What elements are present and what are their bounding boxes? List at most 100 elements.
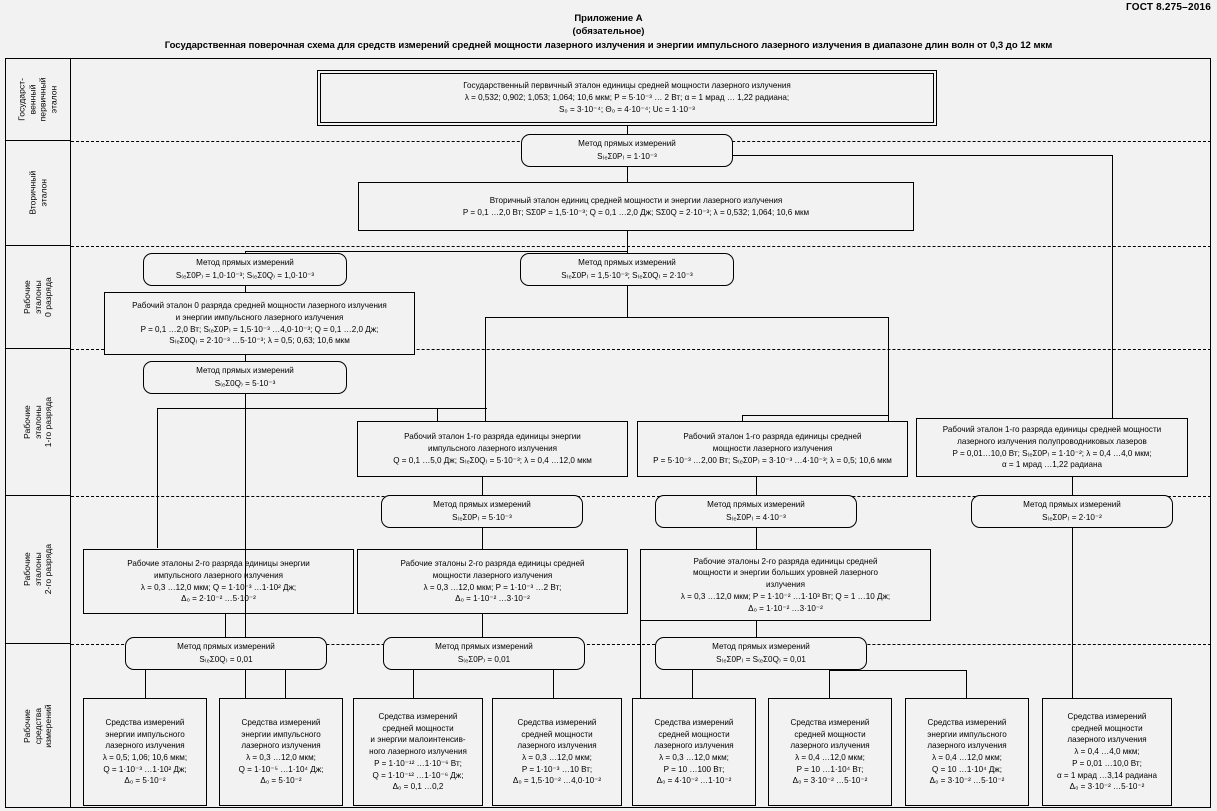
m5b-title: Метод прямых измерений [435,641,533,651]
rank1-power-feed-h [742,415,888,417]
inst4-line3: лазерного излучения [517,741,597,751]
level-label-rank0: Рабочие эталоны 0 разряда [21,277,54,317]
inst8-line1: Средства измерений [1067,711,1147,721]
level-row-rank2: Рабочие эталоны 2-го разряда [5,496,71,644]
m5c-right-branch [829,670,967,672]
m2right-title: Метод прямых измерений [578,257,676,267]
rank2-high-line3: излучения [765,580,805,590]
rank1-power-line1: Рабочий эталон 1-го разряда единицы сред… [683,432,862,442]
secondary-etalon-title: Вторичный эталон единиц средней мощности… [489,195,783,205]
inst8-line3: лазерного излучения [1067,735,1147,745]
rank2-energy-out [225,614,227,637]
inst2-line5: Q = 1·10⁻⁵ …1·10⁴ Дж; [238,764,324,774]
inst6-line1: Средства измерений [790,717,870,727]
m5a-drop-1 [145,670,147,698]
method-box-m5-b: Метод прямых измерений S₍ₑΣ0P₎ = 0,01 [383,637,585,670]
instrument-box-8: Средства измерений средней мощности лазе… [1042,698,1172,806]
rank1-semi-out [1072,477,1074,498]
rank0-line4: S₍ₑΣ0Q₎ = 2·10⁻³ …5·10⁻³; λ = 0,5; 0,63;… [169,336,350,346]
rank1-semi-line2: лазерного излучения полупроводниковых ла… [957,436,1147,446]
inst6-line3: лазерного излучения [790,741,870,751]
m2right-stem [627,286,629,317]
inst3-line2: средней мощности [382,723,454,733]
instrument-box-7: Средства измерений энергии импульсного л… [905,698,1029,806]
instrument-box-2: Средства измерений энергии импульсного л… [219,698,343,806]
rank0-out-stem [245,355,247,361]
m2left-stem [245,286,247,292]
m5c-value: S₍ₑΣ0P₎ = S₍ₑΣ0Q₎ = 0,01 [716,654,806,664]
inst3-line7: Δ₀ = 0,1 …0,2 [392,782,444,792]
separator-rank1-rank2 [71,496,1211,497]
m4c-out [1072,528,1074,698]
connector-primary-to-m1 [627,126,629,134]
m3left-title: Метод прямых измерений [196,365,294,375]
inst4-line5: P = 1·10⁻³ …10 Вт; [521,764,593,774]
bypass-m1-right-v [1112,155,1114,415]
inst5-line5: P = 10 …100 Вт; [663,764,725,774]
method-box-m5-a: Метод прямых измерений S₍ₑΣ0Q₎ = 0,01 [125,637,327,670]
m3left-stem [245,394,247,408]
level-label-secondary: Вторичный эталон [27,171,48,215]
m3left-value: S₍ₑΣ0Q₎ = 5·10⁻³ [214,378,276,388]
instrument-box-6: Средства измерений средней мощности лазе… [768,698,892,806]
scheme-title: Государственная поверочная схема для сре… [164,40,1053,51]
inst7-line4: λ = 0,4 …12,0 мкм; [932,753,1002,762]
rank2-power-out [482,614,484,637]
inst3-line5: P = 1·10⁻¹² …1·10⁻⁶ Вт; [374,758,462,768]
m2right-value: S₍ₑΣ0P₎ = 1,5·10⁻³; S₍ₑΣ0Q₎ = 2·10⁻³ [561,270,693,280]
inst5-line2: средней мощности [658,729,730,739]
method-box-m5-c: Метод прямых измерений S₍ₑΣ0P₎ = S₍ₑΣ0Q₎… [655,637,867,670]
inst4-line1: Средства измерений [517,717,597,727]
inst2-line3: лазерного излучения [241,741,321,751]
m1-title: Метод прямых измерений [578,138,676,148]
m2left-title: Метод прямых измерений [196,257,294,267]
m5c-drop-3 [966,670,968,698]
rank2-high-left-drop [640,621,642,698]
gost-number: ГОСТ 8.275–2016 [1125,2,1211,13]
method-box-m3-left: Метод прямых измерений S₍ₑΣ0Q₎ = 5·10⁻³ [143,361,347,394]
method-box-m4-b: Метод прямых измерений S₍ₑΣ0P₎ = 4·10⁻³ [655,495,857,528]
inst1-line1: Средства измерений [105,717,185,727]
level-label-primary: Государст- венный первичный эталон [16,77,59,121]
separator-rank0-rank1 [71,349,1211,350]
m5a-value: S₍ₑΣ0Q₎ = 0,01 [199,654,253,664]
inst7-line2: энергии импульсного [927,729,1007,739]
rank0-line1: Рабочий эталон 0 разряда средней мощност… [132,301,387,311]
m2right-bus-right-drop [888,317,890,421]
rank1-semi-line3: P = 0,01…10,0 Вт; S₍ₑΣ0P₎ = 1·10⁻²; λ = … [952,448,1152,458]
rank1-power-line2: мощности лазерного излучения [712,444,833,454]
rank2-high-line4: λ = 0,3 …12,0 мкм; P = 1·10⁻² …1·10³ Вт;… [680,591,891,601]
rank1-power-out [756,477,758,498]
primary-etalon-line3: S₀ = 3·10⁻⁴; Θ₀ = 4·10⁻⁴; Uc = 1·10⁻³ [558,104,696,114]
level-row-primary: Государст- венный первичный эталон [5,58,71,141]
inst3-line1: Средства измерений [378,711,458,721]
rank2-high-line1: Рабочие эталоны 2-го разряда единицы сре… [693,556,878,566]
rank2-energy-line4: Δ₀ = 2·10⁻² …5·10⁻² [181,594,256,604]
stem-into-rank2-power [482,543,484,549]
level-label-instruments: Рабочие средства измерений [21,704,54,748]
inst2-line4: λ = 0,3 …12,0 мкм; [246,753,316,762]
m2right-bus-left-drop [485,317,487,421]
level-label-rank2: Рабочие эталоны 2-го разряда [21,544,54,595]
inst5-line3: лазерного излучения [654,741,734,751]
stem-into-rank1-power [742,415,744,421]
inst1-line6: Δ₀ = 5·10⁻² [124,776,166,786]
primary-etalon-line2: λ = 0,532; 0,902; 1,053; 1,064; 10,6 мкм… [464,93,790,103]
m4b-value: S₍ₑΣ0P₎ = 4·10⁻³ [726,512,786,522]
inst6-line2: средней мощности [794,729,866,739]
inst2-line1: Средства измерений [241,717,321,727]
rank1-energy-line2: импульсного лазерного излучения [427,444,558,454]
stem-into-rank2-energy [245,543,247,549]
m5c-title: Метод прямых измерений [712,641,810,651]
inst7-line1: Средства измерений [927,717,1007,727]
inst4-line6: Δ₀ = 1,5·10⁻² …4,0·10⁻² [512,776,602,786]
inst3-line4: ного лазерного излучения [369,747,467,757]
level-row-rank1: Рабочие эталоны 1-го разряда [5,349,71,496]
scheme-frame [5,58,1211,808]
rank2-energy-line3: λ = 0,3 …12,0 мкм; Q = 1·10⁻³ …1·10² Дж; [140,582,297,592]
rank1-semi-line1: Рабочий эталон 1-го разряда единицы сред… [942,425,1162,435]
primary-etalon-box: Государственный первичный эталон единицы… [317,70,937,126]
rank2-energy-line2: импульсного лазерного излучения [153,570,284,580]
rank1-energy-line1: Рабочий эталон 1-го разряда единицы энер… [404,432,581,442]
